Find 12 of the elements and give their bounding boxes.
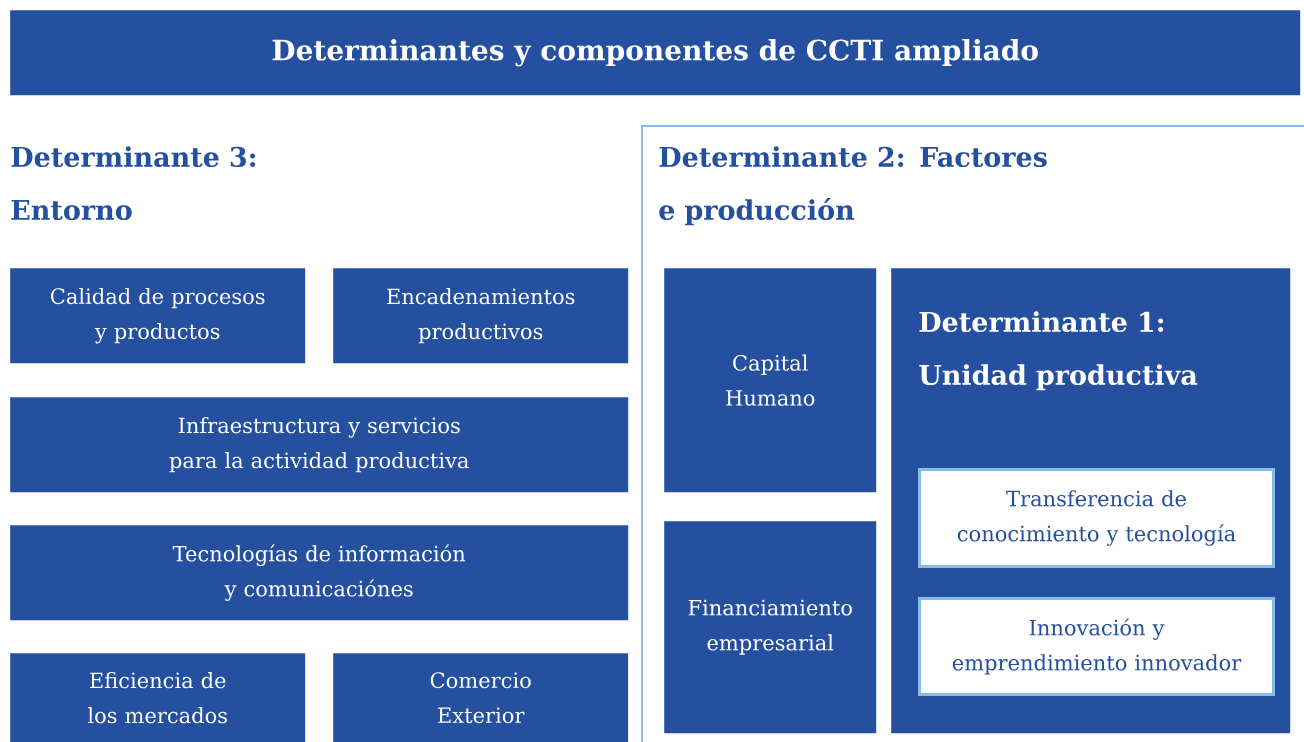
factor-box: Capital Humano	[664, 268, 877, 493]
factor-box: Eficiencia de los mercados	[10, 653, 306, 742]
factor-box: Encadenamientos productivos	[333, 268, 629, 364]
factor-box: Financiamiento empresarial	[664, 521, 877, 734]
title-banner: Determinantes y componentes de CCTI ampliado	[10, 10, 1301, 96]
section-heading: Determinante 3: Entorno	[11, 146, 256, 221]
factor-box: Infraestructura y servicios para la actividad productiva	[10, 397, 629, 493]
factor-box: Tecnologías de información y comunicaciónes	[10, 525, 629, 621]
component-box: Innovación y emprendimiento innovador	[918, 597, 1275, 696]
factor-box: Calidad de procesos y productos	[10, 268, 306, 364]
factor-box: Comercio Exterior	[333, 653, 629, 742]
component-box: Transferencia de conocimiento y tecnología	[918, 468, 1275, 568]
